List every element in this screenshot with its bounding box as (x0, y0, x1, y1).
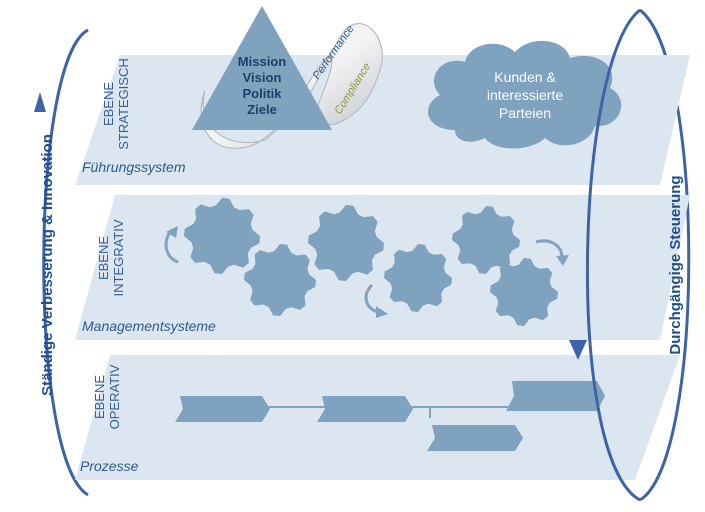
operative-ebene-text: EBENE (92, 375, 107, 419)
right-loop-arrowhead (569, 340, 587, 360)
gear-6 (490, 258, 558, 326)
operative-name-text: OPERATIV (107, 364, 122, 429)
gear-3 (308, 205, 384, 281)
gear-arrow-middle-head (376, 306, 388, 318)
right-loop-front (586, 8, 641, 502)
stakeholder-cloud (428, 40, 622, 149)
cloud-line-2: interessierte (487, 87, 563, 103)
process-step-2 (317, 396, 413, 422)
gear-1 (184, 198, 260, 274)
strategic-level-label: EBENE STRATEGISCH (101, 58, 131, 150)
gears-group (184, 198, 558, 326)
cloud-line-1: Kunden & (494, 69, 556, 85)
fuehrungssystem-label: Führungssystem (82, 159, 186, 175)
performance-band (200, 23, 383, 149)
mission-triangle (192, 6, 332, 130)
process-flow (175, 381, 605, 451)
triangle-line-vision: Vision (243, 70, 282, 85)
integrative-name-text: INTEGRATIV (111, 219, 126, 296)
left-loop-arrowhead (34, 92, 46, 112)
prozesse-label: Prozesse (80, 458, 139, 474)
left-loop-back (42, 28, 89, 497)
gear-arrows (164, 226, 569, 318)
integrative-ebene-text: EBENE (96, 236, 111, 280)
gear-arrow-right (535, 239, 564, 259)
triangle-line-politik: Politik (242, 86, 282, 101)
strategic-ebene-text: EBENE (101, 82, 116, 126)
right-loop-label: Durchgängige Steuerung (667, 175, 684, 354)
strategic-name-text: STRATEGISCH (116, 58, 131, 150)
gear-arrow-middle (364, 283, 379, 314)
cloud-line-3: Parteien (499, 105, 551, 121)
operative-level-label: EBENE OPERATIV (92, 364, 122, 429)
gear-4 (384, 244, 452, 312)
process-step-3 (427, 425, 523, 451)
integrative-level-label: EBENE INTEGRATIV (96, 219, 126, 296)
left-loop-label: Ständige Verbesserung & Innovation (39, 134, 56, 396)
managementsysteme-label: Managementsysteme (82, 318, 216, 334)
gear-2 (244, 244, 316, 316)
gear-arrow-right-head (556, 255, 569, 266)
process-step-1 (175, 396, 270, 422)
cloud-text: Kunden & interessierte Parteien (487, 69, 563, 121)
triangle-text: Mission Vision Politik Ziele (238, 54, 286, 117)
triangle-line-mission: Mission (238, 54, 286, 69)
triangle-line-ziele: Ziele (247, 102, 277, 117)
right-loop-back (639, 8, 691, 502)
gear-arrow-left-head (166, 226, 178, 238)
process-step-4 (506, 381, 605, 411)
gear-5 (452, 206, 520, 274)
